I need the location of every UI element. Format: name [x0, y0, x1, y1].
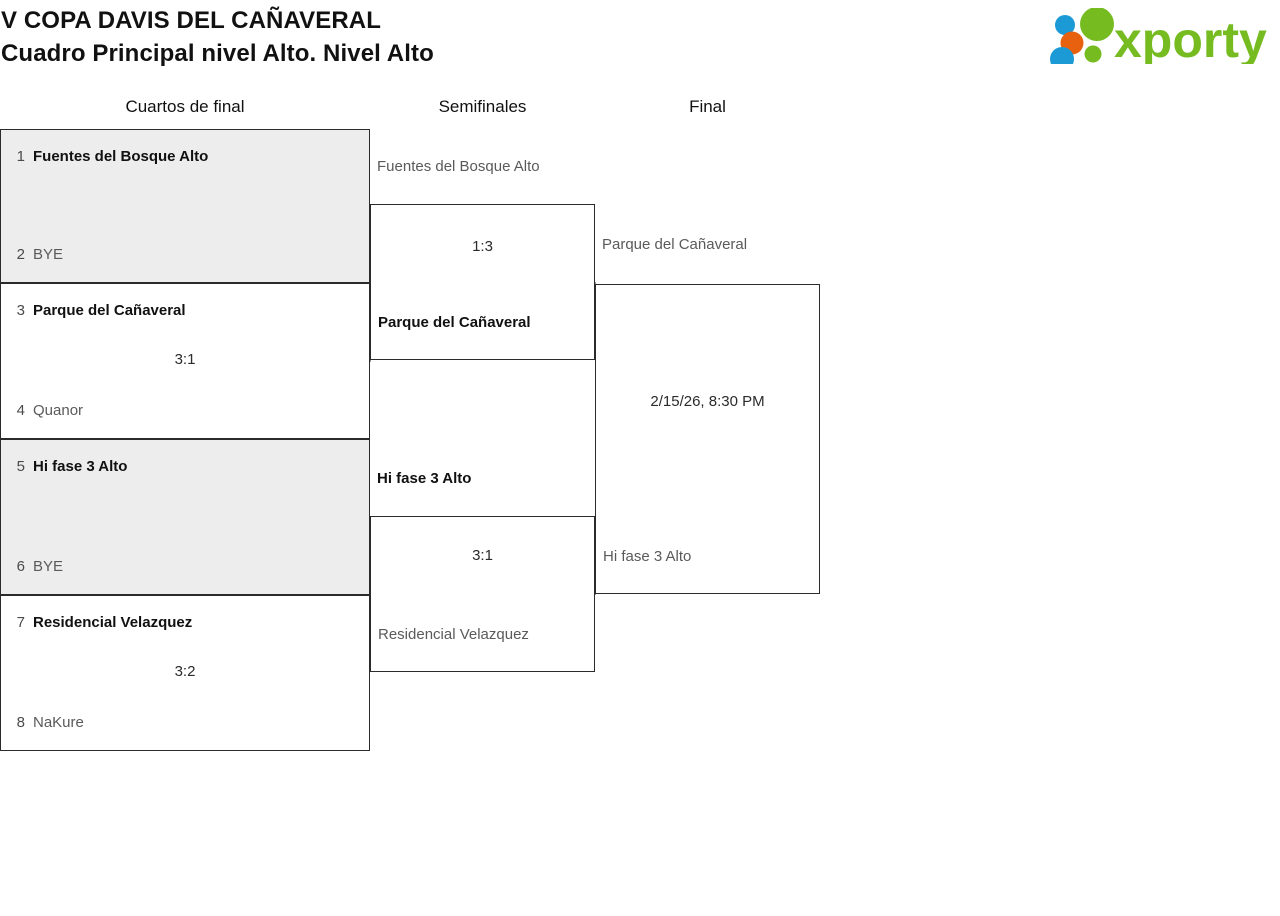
- competitor-row-bottom[interactable]: 6 BYE: [1, 556, 369, 578]
- xporty-logo[interactable]: xporty: [1048, 8, 1274, 64]
- match-box-qf-1[interactable]: 1 Fuentes del Bosque Alto 2 BYE: [0, 129, 370, 283]
- round-header-quarterfinals: Cuartos de final: [125, 97, 245, 116]
- competitor-row-bottom[interactable]: 4 Quanor: [1, 400, 369, 422]
- team-name: Hi fase 3 Alto: [33, 458, 128, 475]
- seed-number: 5: [16, 458, 25, 475]
- match-box-sf-1[interactable]: 1:3 Parque del Cañaveral: [370, 204, 595, 360]
- seed-number: 7: [16, 614, 25, 631]
- match-box-qf-4[interactable]: 7 Residencial Velazquez 3:2 8 NaKure: [0, 595, 370, 751]
- competitor-row-top[interactable]: 1 Fuentes del Bosque Alto: [1, 146, 369, 168]
- seed-number: 1: [16, 148, 25, 165]
- team-name: BYE: [33, 558, 64, 575]
- round-header-semifinals: Semifinales: [438, 97, 527, 116]
- team-name: Quanor: [33, 402, 84, 419]
- final-outside-team-label[interactable]: Parque del Cañaveral: [602, 236, 748, 253]
- sf-2-inside-team-label: Residencial Velazquez: [378, 626, 529, 643]
- final-inside-team-label: Hi fase 3 Alto: [603, 548, 692, 565]
- match-score: 1:3: [472, 238, 493, 255]
- competitor-row-bottom[interactable]: 2 BYE: [1, 244, 369, 266]
- match-score: 3:1: [174, 351, 196, 368]
- team-name: NaKure: [33, 714, 84, 731]
- logo-dot-blue-top: [1055, 15, 1075, 35]
- match-score: 3:1: [472, 547, 493, 564]
- logo-wordmark: xporty: [1114, 12, 1267, 64]
- seed-number: 6: [16, 558, 25, 575]
- competitor-row-bottom[interactable]: 8 NaKure: [1, 712, 369, 734]
- sf-1-inside-team-label: Parque del Cañaveral: [378, 314, 531, 331]
- tournament-subtitle: Cuadro Principal nivel Alto. Nivel Alto: [1, 40, 434, 67]
- team-name: Residencial Velazquez: [33, 614, 193, 631]
- seed-number: 4: [16, 402, 25, 419]
- logo-dot-blue-bottom: [1050, 47, 1074, 64]
- sf-1-outside-team-label[interactable]: Fuentes del Bosque Alto: [377, 158, 540, 175]
- logo-dot-green-small: [1084, 45, 1102, 63]
- team-name: BYE: [33, 246, 64, 263]
- seed-number: 8: [16, 714, 25, 731]
- seed-number: 2: [16, 246, 25, 263]
- xporty-logo-svg: xporty: [1050, 8, 1267, 64]
- team-name: Parque del Cañaveral: [33, 302, 186, 319]
- match-box-qf-3[interactable]: 5 Hi fase 3 Alto 6 BYE: [0, 439, 370, 595]
- team-name: Fuentes del Bosque Alto: [33, 148, 209, 165]
- seed-number: 3: [16, 302, 25, 319]
- match-score: 3:2: [174, 663, 196, 680]
- logo-dot-green-large: [1080, 8, 1114, 41]
- match-box-sf-2[interactable]: 3:1 Residencial Velazquez: [370, 516, 595, 672]
- match-box-qf-2[interactable]: 3 Parque del Cañaveral 3:1 4 Quanor: [0, 283, 370, 439]
- competitor-row-top[interactable]: 5 Hi fase 3 Alto: [1, 456, 369, 478]
- competitor-row-top[interactable]: 3 Parque del Cañaveral: [1, 300, 369, 322]
- tournament-header: V COPA DAVIS DEL CAÑAVERAL Cuadro Princi…: [0, 0, 1040, 70]
- sf-2-outside-team-label[interactable]: Hi fase 3 Alto: [377, 470, 472, 487]
- match-box-final[interactable]: 2/15/26, 8:30 PM Hi fase 3 Alto: [595, 284, 820, 594]
- tournament-title: V COPA DAVIS DEL CAÑAVERAL: [1, 7, 381, 34]
- competitor-row-top[interactable]: 7 Residencial Velazquez: [1, 612, 369, 634]
- final-scheduled-datetime: 2/15/26, 8:30 PM: [650, 393, 765, 410]
- round-header-final: Final: [689, 97, 726, 116]
